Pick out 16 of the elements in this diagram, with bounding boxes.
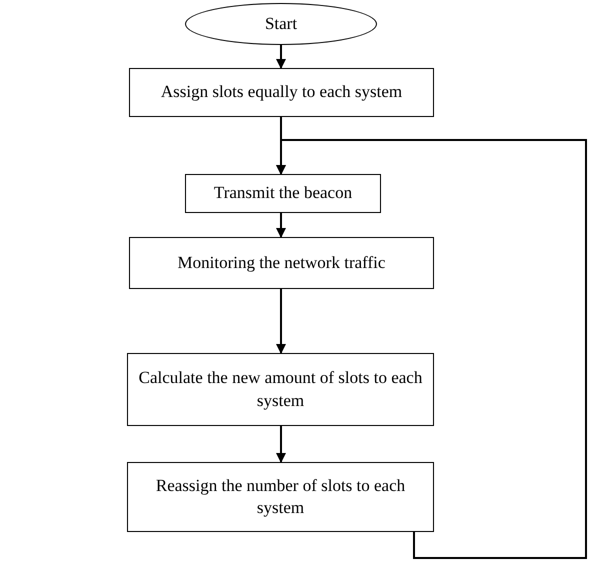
arrow [276, 213, 286, 238]
process-box [127, 462, 434, 532]
step-label: Reassign the number of slots to each system [154, 474, 406, 519]
arrow [276, 289, 286, 354]
step-label: Assign slots equally to each system [160, 81, 402, 104]
process-box [127, 353, 434, 426]
step-label: Calculate the new amount of slots to each system [138, 367, 424, 412]
step-label: Start [264, 12, 298, 35]
arrow [276, 45, 286, 69]
step-label: Monitoring the network traffic [178, 252, 386, 274]
process-box [129, 68, 434, 117]
step-label: Transmit the beacon [214, 182, 352, 204]
process-box [129, 237, 434, 289]
process-box [185, 174, 381, 213]
arrow [276, 139, 587, 559]
arrow [276, 426, 286, 463]
